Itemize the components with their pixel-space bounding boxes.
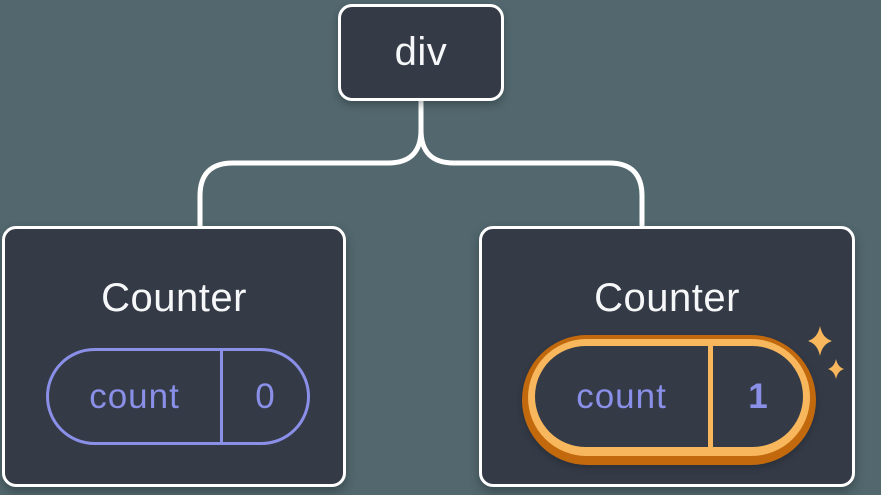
sparkle-small xyxy=(828,359,844,379)
counter-card-updated: Counter count 1 xyxy=(479,226,855,487)
state-key-label: count xyxy=(576,376,667,416)
state-pill-divider xyxy=(708,346,713,447)
state-pill: count 1 xyxy=(535,346,803,447)
connector-left-branch xyxy=(197,97,424,233)
state-key-label: count xyxy=(89,376,180,416)
tree-node-label: div xyxy=(394,30,448,74)
state-value: 0 xyxy=(255,376,275,416)
state-pill-highlight-ring: count 1 xyxy=(522,335,816,465)
state-pill-divider xyxy=(220,351,223,442)
connector-right-branch xyxy=(418,127,645,233)
state-pill: count 0 xyxy=(46,348,310,445)
state-pill-highlight-inner-ring: count 1 xyxy=(528,339,810,456)
sparkle-large xyxy=(808,326,832,356)
component-title: Counter xyxy=(594,276,740,320)
tree-node-div: div xyxy=(338,4,504,101)
component-title: Counter xyxy=(101,276,247,320)
state-value: 1 xyxy=(748,376,768,416)
counter-card-initial: Counter count 0 xyxy=(2,226,346,487)
